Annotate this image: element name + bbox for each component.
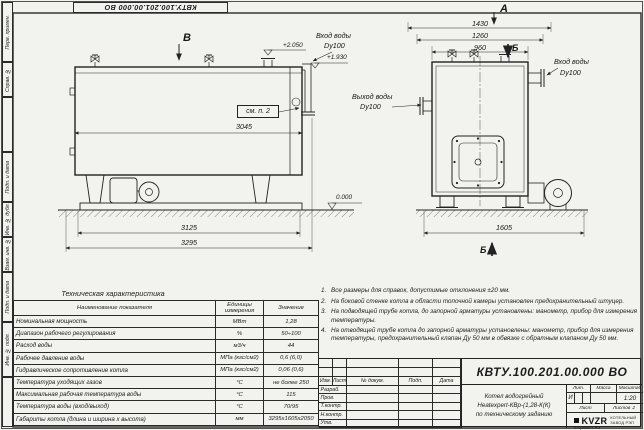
see-note-callout: см. п. 2 xyxy=(237,105,279,118)
tb-row-utv: Утв. xyxy=(319,419,347,428)
frame-cell-inv-podl: Инв. № подл. xyxy=(2,322,13,377)
scale-label: Масштаб xyxy=(617,386,643,393)
dim-3125: 3125 xyxy=(181,223,197,232)
dim-3295: 3295 xyxy=(181,238,197,247)
note-item: 4.На отводящей трубе котла до запорной а… xyxy=(321,327,634,343)
title-block-right: Лит. Масса Масштаб И 1:20 Лист Листов 2 … xyxy=(566,385,643,428)
note-item: 2.На боковой стенке котла в области топо… xyxy=(321,297,625,305)
table-row: Габариты котла (длина и ширина х высота)… xyxy=(13,412,319,426)
tb-header-podp: Подп. xyxy=(399,377,433,386)
company-cell: KVZR КОТЕЛЬНЫЙ ЗАВОД РЭП xyxy=(567,413,643,428)
frame-cell-blank-1 xyxy=(2,97,13,152)
dim-1260: 1260 xyxy=(472,31,488,40)
note-item: 1.Все размеры для справок, допустимые от… xyxy=(321,287,511,294)
sheet-number-label: Лист xyxy=(567,404,605,413)
frame-cell-perv-primen: Перв. примен. xyxy=(2,2,13,62)
lit-value: И xyxy=(567,393,575,404)
tb-row-nkontr: Н.контр. xyxy=(319,411,347,420)
level-ground-label: 0.000 xyxy=(336,194,352,201)
frame-cell-podp-data-1: Подп. и дата xyxy=(2,152,13,202)
tech-table: Наименование показателя Единицы измерени… xyxy=(13,300,319,426)
front-view-extension-lines xyxy=(407,22,585,237)
tech-table-title: Техническая характеристика xyxy=(61,289,165,298)
frame-cell-vzam-inv: Взам. инв. № xyxy=(2,237,13,272)
frame-cell-podp-data-2: Подп. и дата xyxy=(2,272,13,322)
notes-list: 1.Все размеры для справок, допустимые от… xyxy=(321,287,638,346)
section-b-top-label: Б xyxy=(512,43,519,53)
format-label: Формат А3 xyxy=(574,425,601,430)
dim-960: 960 xyxy=(474,43,486,52)
tb-row-razrab: Разраб. xyxy=(319,386,347,395)
kvzr-logo-icon xyxy=(573,418,579,423)
front-outlet-label: Выход воды xyxy=(352,92,393,101)
side-inlet-dn-label: Dy100 xyxy=(324,41,345,50)
front-view-geometry xyxy=(416,49,588,217)
front-inlet-label: Вход воды xyxy=(554,57,589,66)
scale-value: 1:20 xyxy=(617,393,643,404)
level-inlet-label: +1.930 xyxy=(327,54,347,61)
tb-header-ndokum: № докум. xyxy=(347,377,399,386)
section-b-bottom-label: Б xyxy=(480,245,487,255)
dim-1605: 1605 xyxy=(496,223,512,232)
side-view-leaders xyxy=(176,44,333,113)
front-inlet-dn-label: Dy100 xyxy=(560,68,581,77)
company-name-text: КОТЕЛЬНЫЙ ЗАВОД РЭП xyxy=(610,414,637,425)
kvzr-logo-text: KVZR xyxy=(581,415,608,426)
dim-3045: 3045 xyxy=(236,122,252,131)
lit-cell-2 xyxy=(575,393,583,404)
tb-row-tkontr: Т.контр. xyxy=(319,402,347,412)
lit-label: Лит. xyxy=(567,385,591,393)
title-block: Изм. Лист № докум. Подп. Дата Разраб. Пр… xyxy=(318,358,643,428)
table-row: Диапазон рабочего регулирования%50÷100 xyxy=(13,327,319,341)
tb-row-prov: Пров. xyxy=(319,394,347,403)
tb-header-list: Лист xyxy=(333,377,347,386)
frame-cell-blank-2 xyxy=(2,377,13,427)
sheets-total: Листов 2 xyxy=(605,404,643,413)
frame-cell-sprav-no: Справ. № xyxy=(2,62,13,97)
front-outlet-dn-label: Dy100 xyxy=(360,102,381,111)
tech-table-header-row: Наименование показателя Единицы измерени… xyxy=(13,300,319,316)
top-designation-cell: КВТУ.100.201.00.000 ВО xyxy=(73,2,228,13)
view-b-label: В xyxy=(183,32,191,44)
mass-value xyxy=(591,393,617,404)
tech-col-name: Наименование показателя xyxy=(13,300,216,316)
side-view-geometry xyxy=(58,49,362,217)
title-block-revision-grid: Изм. Лист № докум. Подп. Дата Разраб. Пр… xyxy=(319,359,461,428)
frame-cell-inv-dubl: Инв. № дубл. xyxy=(2,202,13,237)
side-view-dimension-lines xyxy=(65,131,313,250)
title-block-designation: КВТУ.100.201.00.000 ВО xyxy=(461,359,642,385)
mass-label: Масса xyxy=(591,385,617,393)
lit-cell-3 xyxy=(583,393,591,404)
tech-col-units: Единицы измерения xyxy=(215,300,264,316)
title-block-doc-name: Котел водогрейный Heatexpert-КВр-(1,28-К… xyxy=(461,385,566,428)
tb-header-data: Дата xyxy=(433,377,461,386)
tech-col-value: Значение xyxy=(263,300,319,316)
note-item: 3.На подводящей трубе котла, до запорной… xyxy=(321,308,637,324)
view-a-label: А xyxy=(500,3,508,15)
front-view-dimension-lines xyxy=(407,26,585,235)
tb-header-izm: Изм. xyxy=(319,377,333,386)
side-inlet-label: Вход воды xyxy=(316,31,351,40)
level-top-label: +2.050 xyxy=(283,42,303,49)
dim-1430: 1430 xyxy=(472,19,488,28)
